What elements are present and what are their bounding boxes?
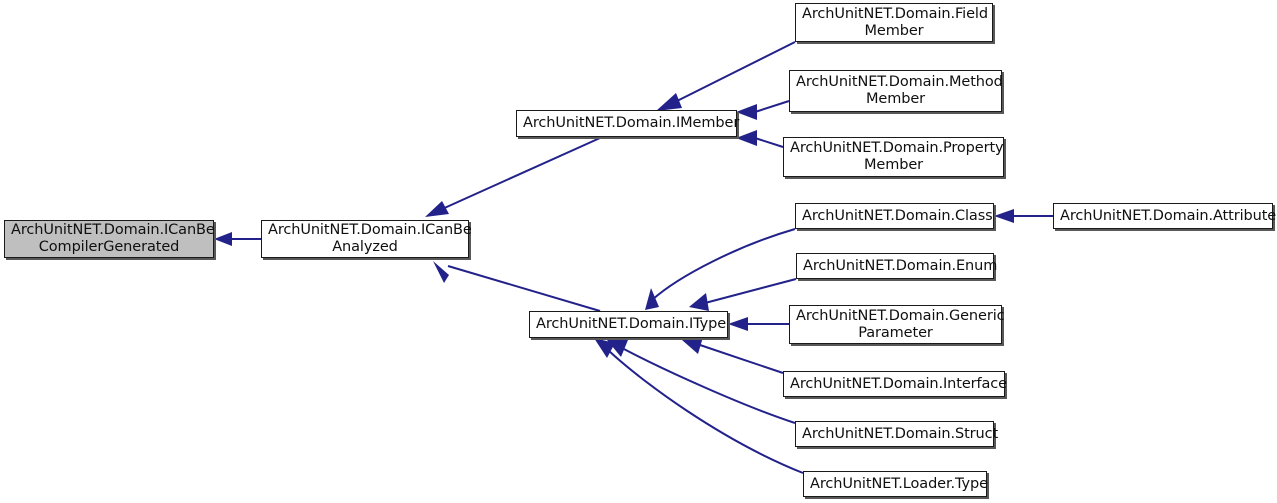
node-icanbeanalyzed[interactable]: ArchUnitNET.Domain.ICanBe Analyzed: [261, 220, 472, 258]
node-attribute[interactable]: ArchUnitNET.Domain.Attribute: [1053, 203, 1277, 229]
edge-interface-to-itype: [682, 337, 784, 374]
node-propertymember[interactable]: ArchUnitNET.Domain.Property Member: [783, 137, 1004, 177]
edge-struct-to-itype: [607, 340, 796, 424]
edge-imember-to-icanbeanalyzed: [425, 137, 601, 217]
node-icanbecompilergenerated[interactable]: ArchUnitNET.Domain.ICanBe CompilerGenera…: [4, 220, 215, 258]
edge-itype-to-icanbeanalyzed: [433, 261, 601, 312]
node-label-fieldmember: ArchUnitNET.Domain.Field Member: [802, 5, 988, 39]
node-enum[interactable]: ArchUnitNET.Domain.Enum: [796, 253, 998, 279]
edge-genericparameter-to-itype: [728, 317, 789, 331]
edge-propertymember-to-imember: [736, 130, 784, 148]
node-label-icanbeanalyzed: ArchUnitNET.Domain.ICanBe Analyzed: [268, 222, 472, 255]
edge-class-to-itype: [645, 228, 796, 310]
node-label-propertymember: ArchUnitNET.Domain.Property Member: [790, 140, 1004, 173]
node-imember[interactable]: ArchUnitNET.Domain.IMember: [516, 110, 740, 137]
node-label-imember: ArchUnitNET.Domain.IMember: [523, 115, 740, 131]
node-label-itype: ArchUnitNET.Domain.IType: [536, 316, 727, 332]
edge-loadertype-to-itype: [594, 338, 804, 474]
node-label-enum: ArchUnitNET.Domain.Enum: [803, 257, 998, 274]
edge-icanbeanalyzed-to-icanbecompilergenerated: [214, 232, 261, 246]
node-genericparameter[interactable]: ArchUnitNET.Domain.Generic Parameter: [789, 305, 1005, 344]
node-label-genericparameter: ArchUnitNET.Domain.Generic Parameter: [796, 307, 1005, 341]
node-label-attribute: ArchUnitNET.Domain.Attribute: [1060, 207, 1277, 224]
node-itype[interactable]: ArchUnitNET.Domain.IType: [529, 311, 728, 338]
edge-methodmember-to-imember: [736, 100, 790, 120]
edge-enum-to-itype: [689, 278, 797, 311]
node-interface[interactable]: ArchUnitNET.Domain.Interface: [783, 371, 1007, 397]
node-class[interactable]: ArchUnitNET.Domain.Class: [795, 203, 994, 229]
node-struct[interactable]: ArchUnitNET.Domain.Struct: [795, 421, 999, 447]
node-loadertype[interactable]: ArchUnitNET.Loader.Type: [803, 471, 988, 497]
edge-fieldmember-to-imember: [656, 41, 796, 111]
edge-attribute-to-class: [994, 209, 1053, 223]
node-fieldmember[interactable]: ArchUnitNET.Domain.Field Member: [795, 3, 993, 42]
node-label-interface: ArchUnitNET.Domain.Interface: [790, 375, 1007, 392]
node-label-icanbecompilergenerated: ArchUnitNET.Domain.ICanBe CompilerGenera…: [11, 222, 215, 255]
node-methodmember[interactable]: ArchUnitNET.Domain.Method Member: [789, 70, 1003, 112]
node-label-struct: ArchUnitNET.Domain.Struct: [802, 425, 999, 442]
node-label-class: ArchUnitNET.Domain.Class: [802, 207, 993, 224]
node-label-methodmember: ArchUnitNET.Domain.Method Member: [796, 74, 1003, 107]
node-label-loadertype: ArchUnitNET.Loader.Type: [810, 475, 988, 492]
